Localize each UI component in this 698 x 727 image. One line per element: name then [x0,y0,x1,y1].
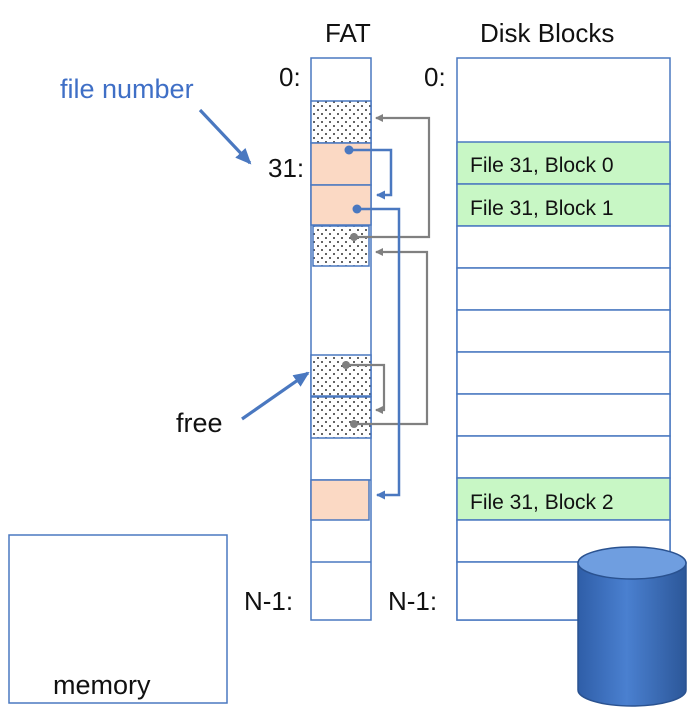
free-list-pointers [346,114,431,426]
fat-index-first: 0: [279,62,301,92]
fat-free-entry [312,225,370,267]
disk-block-file31 [456,183,671,227]
memory-box [8,534,228,704]
fat-index-last: N-1: [244,586,294,616]
disk-blocks-title: Disk Blocks [480,18,615,48]
free-arrow [241,371,310,421]
file-chain-pointers [349,148,401,500]
memory-label: memory [53,670,151,700]
fat-index-file: 31: [268,153,305,183]
fat-file-entry [310,184,372,226]
disk-drive-icon [577,546,687,707]
fat-file-entry [310,479,370,521]
disk-index-last: N-1: [388,586,438,616]
fat-free-entry [310,396,372,439]
free-label: free [176,408,223,438]
disk-blocks-table [456,57,671,621]
disk-block-label: File 31, Block 1 [470,197,614,220]
file-number-arrow [198,108,252,165]
disk-block-file31 [456,141,671,185]
fat-title: FAT [325,18,371,48]
disk-block-label: File 31, Block 2 [470,491,614,514]
fat-free-entry [310,100,372,144]
disk-block-file31 [456,477,671,521]
fat-free-entry [310,354,372,397]
fat-table [310,57,372,621]
disk-index-first: 0: [424,62,446,92]
file-number-label: file number [60,74,194,104]
disk-block-label: File 31, Block 0 [470,154,614,177]
